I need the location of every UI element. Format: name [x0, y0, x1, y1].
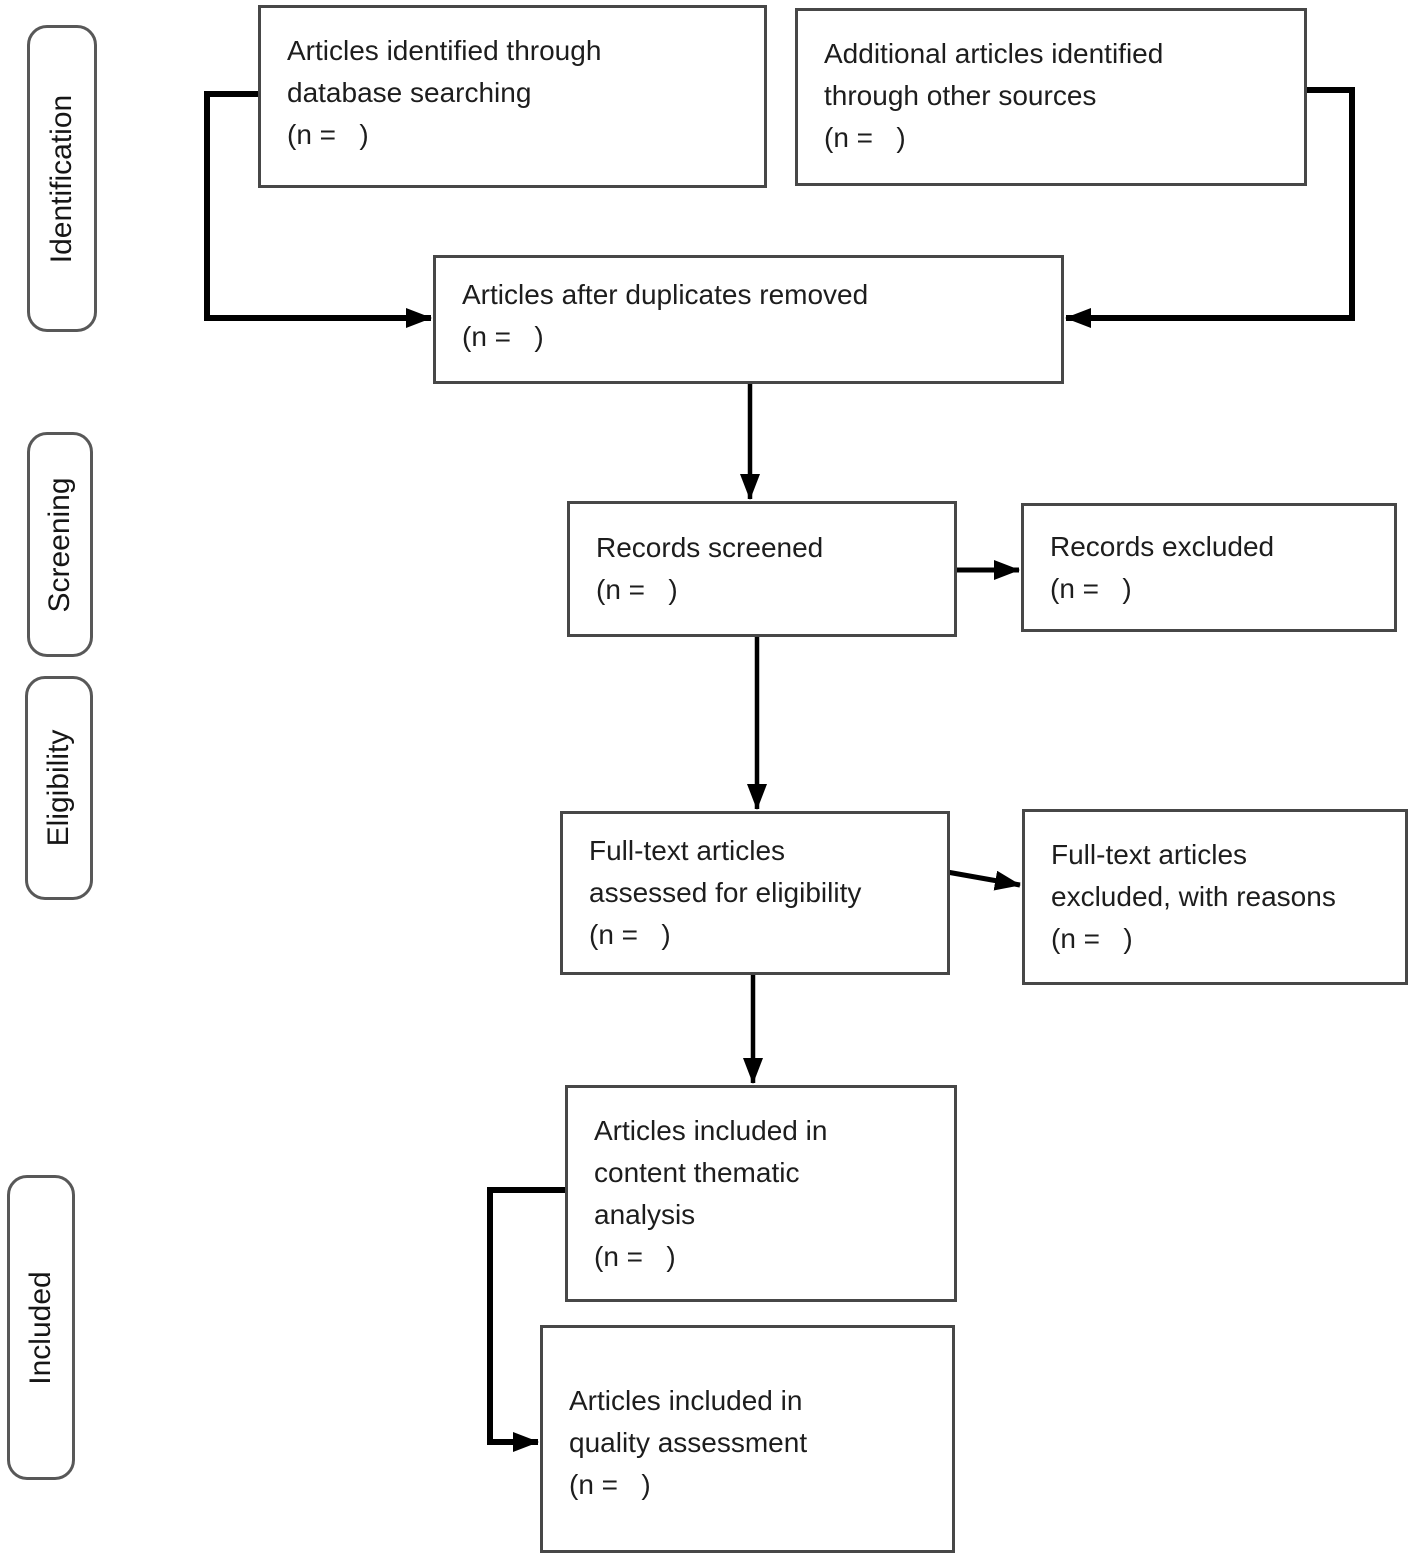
box-fulltext-assessed-eligibility: Full-text articles assessed for eligibil…: [560, 811, 950, 975]
box-text: Articles identified through database sea…: [287, 35, 602, 108]
box-count: (n = ): [287, 119, 369, 150]
box-included-quality-assessment: Articles included in quality assessment …: [540, 1325, 955, 1553]
box-text: Articles after duplicates removed: [462, 279, 869, 310]
box-count: (n = ): [569, 1469, 651, 1500]
box-count: (n = ): [462, 321, 544, 352]
box-articles-database-searching: Articles identified through database sea…: [258, 5, 767, 188]
box-records-screened: Records screened (n = ): [567, 501, 957, 637]
box-fulltext-excluded-with-reasons: Full-text articles excluded, with reason…: [1022, 809, 1408, 985]
box-count: (n = ): [1051, 923, 1133, 954]
stage-label-text: Identification: [45, 94, 78, 263]
stage-label-text: Eligibility: [42, 729, 75, 847]
connector-fulltext-to-fulltext-excluded: [946, 869, 1021, 891]
stage-label-included: Included: [7, 1175, 75, 1480]
connector-other-sources-to-duplicates: [1065, 87, 1355, 328]
stage-label-screening: Screening: [27, 432, 93, 657]
box-text: Full-text articles excluded, with reason…: [1051, 839, 1336, 912]
stage-label-text: Screening: [43, 476, 76, 613]
box-records-excluded: Records excluded (n = ): [1021, 503, 1397, 632]
box-articles-after-duplicates-removed: Articles after duplicates removed (n = ): [433, 255, 1064, 384]
box-text: Additional articles identified through o…: [824, 38, 1164, 111]
stage-label-identification: Identification: [27, 25, 97, 332]
box-text: Records screened: [596, 532, 824, 563]
stage-label-eligibility: Eligibility: [25, 676, 93, 900]
stage-label-text: Included: [24, 1270, 57, 1385]
box-count: (n = ): [824, 122, 906, 153]
box-count: (n = ): [1050, 572, 1132, 604]
box-additional-articles-other-sources: Additional articles identified through o…: [795, 8, 1307, 186]
box-text: Articles included in quality assessment: [569, 1385, 808, 1458]
box-included-content-thematic-analysis: Articles included in content thematic an…: [565, 1085, 957, 1302]
box-count: (n = ): [589, 919, 671, 950]
connector-database-to-duplicates: [204, 91, 432, 328]
box-text: Records excluded: [1050, 530, 1275, 562]
connector-thematic-to-quality: [487, 1187, 565, 1452]
box-text: Articles included in content thematic an…: [594, 1114, 828, 1230]
box-text: Full-text articles assessed for eligibil…: [589, 835, 862, 908]
box-count: (n = ): [596, 574, 678, 605]
box-count: (n = ): [594, 1240, 676, 1272]
